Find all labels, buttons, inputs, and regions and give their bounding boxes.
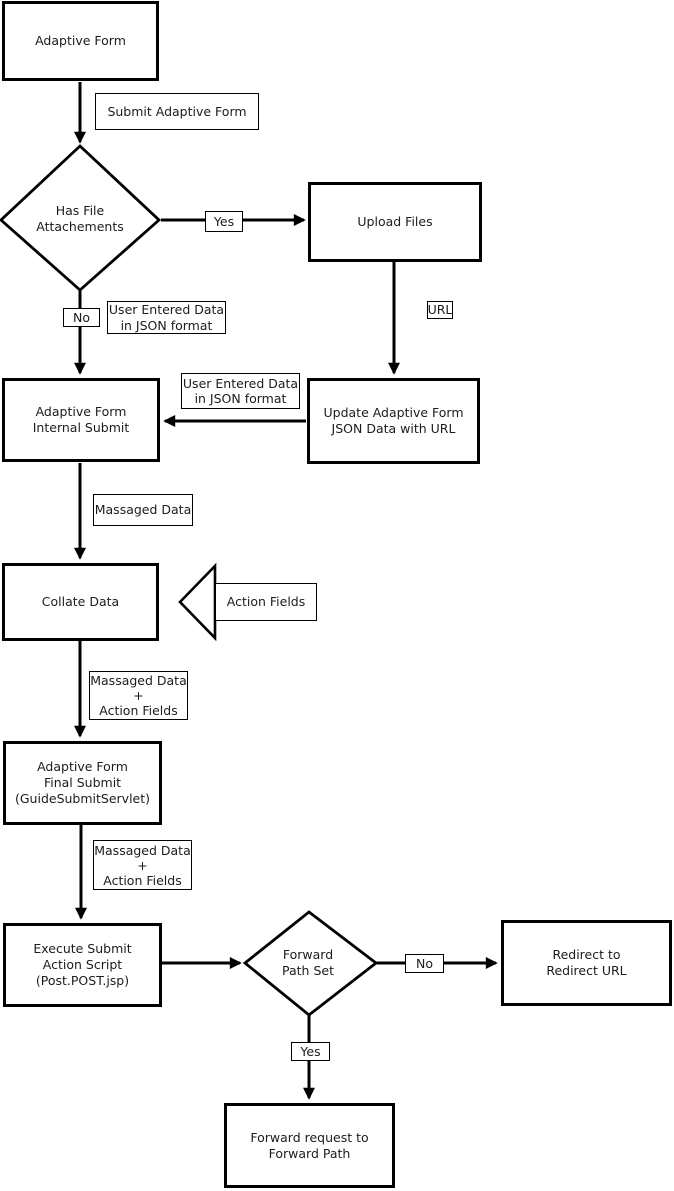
label-user-entered-data-1: User Entered Data in JSON format — [107, 301, 226, 334]
node-forward-request: Forward request to Forward Path — [224, 1103, 395, 1188]
label-url: URL — [427, 301, 453, 319]
decision-has-file-attachements — [0, 144, 162, 292]
node-adaptive-form: Adaptive Form — [2, 1, 159, 81]
label-no-internal: No — [63, 308, 100, 327]
label-massaged-plus-action-2: Massaged Data + Action Fields — [93, 840, 192, 890]
label-massaged-plus-action-1: Massaged Data + Action Fields — [89, 671, 188, 720]
label-yes-forward: Yes — [291, 1042, 330, 1061]
node-update-adaptive-form-json: Update Adaptive Form JSON Data with URL — [307, 378, 480, 464]
node-execute-submit-action-script: Execute Submit Action Script (Post.POST.… — [3, 923, 162, 1007]
label-massaged-data: Massaged Data — [93, 494, 193, 526]
decision-forward-path-set — [242, 910, 379, 1017]
label-no-redirect: No — [405, 954, 444, 973]
node-redirect-to-redirect-url: Redirect to Redirect URL — [501, 920, 672, 1006]
node-adaptive-form-final-submit: Adaptive Form Final Submit (GuideSubmitS… — [3, 741, 162, 825]
action-fields-hollow-arrow-icon — [178, 562, 217, 642]
node-collate-data: Collate Data — [2, 563, 159, 641]
label-action-fields: Action Fields — [215, 583, 317, 621]
node-adaptive-form-internal-submit: Adaptive Form Internal Submit — [2, 378, 160, 462]
label-yes-upload: Yes — [205, 211, 243, 232]
node-upload-files: Upload Files — [308, 182, 482, 262]
label-submit-adaptive-form: Submit Adaptive Form — [95, 93, 259, 130]
label-user-entered-data-2: User Entered Data in JSON format — [181, 373, 300, 409]
